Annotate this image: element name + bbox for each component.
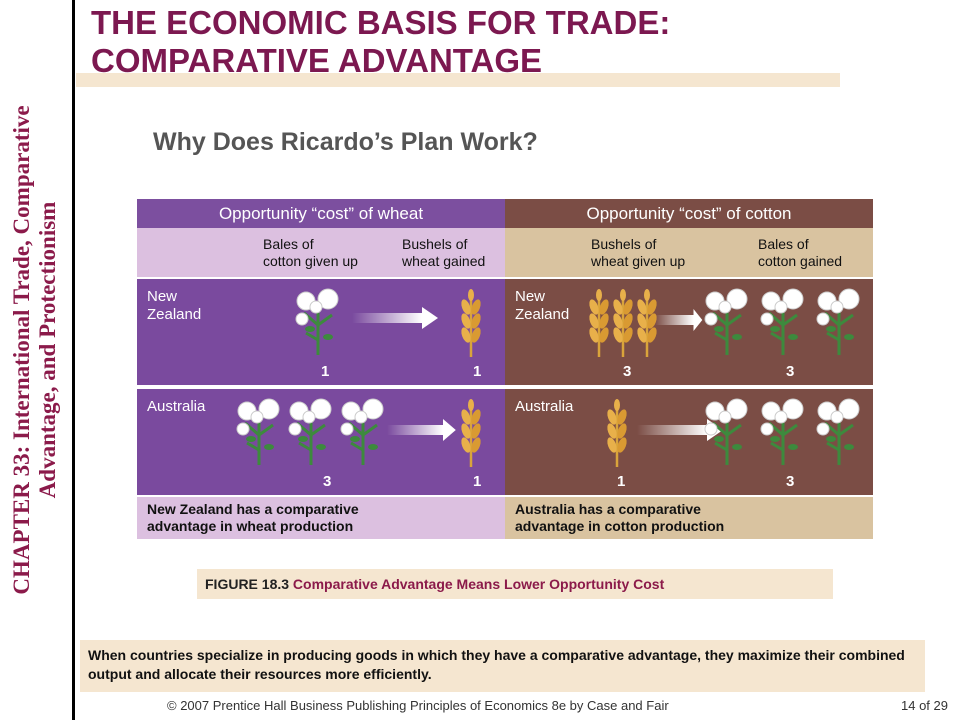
cotton-icon <box>815 397 861 467</box>
page-indicator: 14 of 29 <box>901 698 948 713</box>
slide-title: THE ECONOMIC BASIS FOR TRADE: COMPARATIV… <box>91 4 831 80</box>
cotton-header: Opportunity “cost” of cotton <box>505 199 873 228</box>
cotton-column-heads: Bushels of wheat given up Bales of cotto… <box>505 228 873 277</box>
wheat-col1-head: Bales of cotton given up <box>263 236 358 269</box>
nz-label: New Zealand <box>515 288 570 323</box>
cotton-au-row: Australia 1 3 <box>505 389 873 495</box>
summary-text: When countries specialize in producing g… <box>80 640 925 692</box>
figure-caption: FIGURE 18.3 Comparative Advantage Means … <box>197 569 833 599</box>
cotton-icon <box>815 287 861 357</box>
cotton-col2-head: Bales of cotton gained <box>758 236 843 269</box>
wheat-nz-row: New Zealand 1 1 <box>137 279 505 385</box>
cotton-icon <box>339 397 385 467</box>
nz-cotton-given-up: 1 <box>321 363 330 380</box>
au-cotton-given-up: 3 <box>323 473 332 490</box>
nz-label: New Zealand <box>147 288 202 323</box>
figure-number: FIGURE 18.3 <box>205 576 290 592</box>
title-line-2: COMPARATIVE ADVANTAGE <box>91 42 542 79</box>
cotton-icon <box>235 397 281 467</box>
au-wheat-given-up: 1 <box>617 473 626 490</box>
cotton-icon <box>703 397 749 467</box>
au-wheat-gained: 1 <box>473 473 482 490</box>
wheat-column-heads: Bales of cotton given up Bushels of whea… <box>137 228 505 277</box>
wheat-icon <box>458 397 484 469</box>
comparative-advantage-figure: Opportunity “cost” of wheat Bales of cot… <box>137 199 873 539</box>
wheat-conclusion: New Zealand has a comparative advantage … <box>137 497 505 539</box>
cotton-icon <box>287 397 333 467</box>
wheat-panel: Opportunity “cost” of wheat Bales of cot… <box>137 199 505 539</box>
cotton-conclusion: Australia has a comparative advantage in… <box>505 497 873 539</box>
cotton-panel: Opportunity “cost” of cotton Bushels of … <box>505 199 873 539</box>
au-label: Australia <box>147 398 206 415</box>
cotton-col1-head: Bushels of wheat given up <box>591 236 686 269</box>
chapter-line-2: Advantage, and Protectionism <box>35 201 60 499</box>
cotton-nz-row: New Zealand 3 3 <box>505 279 873 385</box>
wheat-header: Opportunity “cost” of wheat <box>137 199 505 228</box>
title-underline-bar <box>76 73 840 87</box>
chapter-side-label: CHAPTER 33: International Trade, Compara… <box>0 0 70 720</box>
au-cotton-gained: 3 <box>786 473 795 490</box>
copyright-footer: © 2007 Prentice Hall Business Publishing… <box>167 698 669 713</box>
cotton-icon <box>759 397 805 467</box>
wheat-icon <box>604 397 630 469</box>
nz-wheat-gained: 1 <box>473 363 482 380</box>
divider-line <box>72 0 75 720</box>
figure-title: Comparative Advantage Means Lower Opport… <box>292 576 665 592</box>
title-line-1: THE ECONOMIC BASIS FOR TRADE: <box>91 4 671 41</box>
nz-wheat-given-up: 3 <box>623 363 632 380</box>
arrow-right-icon <box>655 309 703 331</box>
nz-cotton-gained: 3 <box>786 363 795 380</box>
arrow-right-icon <box>352 307 438 329</box>
arrow-right-icon <box>387 419 456 441</box>
chapter-line-1: CHAPTER 33: International Trade, Compara… <box>9 105 34 595</box>
wheat-icon <box>458 287 484 359</box>
slide-subtitle: Why Does Ricardo’s Plan Work? <box>153 128 538 156</box>
au-label: Australia <box>515 398 574 415</box>
cotton-icon <box>294 287 340 357</box>
cotton-icon <box>759 287 805 357</box>
wheat-au-row: Australia 3 1 <box>137 389 505 495</box>
cotton-icon <box>703 287 749 357</box>
wheat-col2-head: Bushels of wheat gained <box>402 236 486 269</box>
